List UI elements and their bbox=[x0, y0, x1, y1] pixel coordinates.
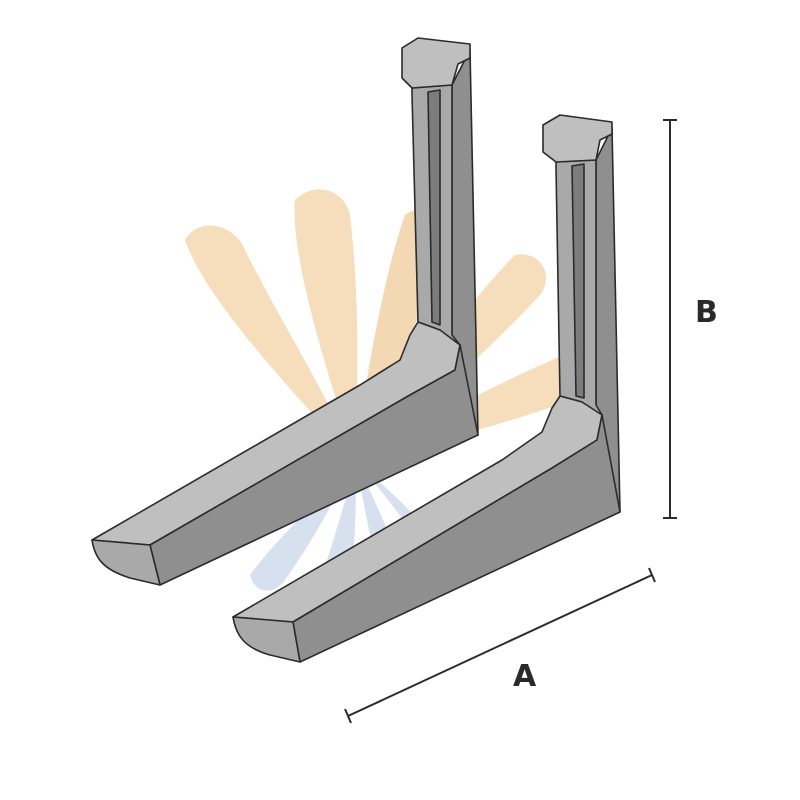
dimension-a-line bbox=[347, 574, 653, 717]
fork-back bbox=[91, 37, 479, 586]
dimension-b: B bbox=[663, 119, 718, 519]
fork-front-hook bbox=[542, 114, 613, 163]
dimension-a-label: A bbox=[513, 659, 537, 694]
fork-back-shank-groove bbox=[427, 89, 441, 326]
fork-front bbox=[232, 114, 621, 663]
dimension-a-tick-right bbox=[648, 567, 656, 583]
fork-back-hook bbox=[401, 37, 471, 89]
dimension-a-tick-left bbox=[344, 708, 352, 724]
watermark-petal bbox=[294, 189, 358, 461]
dimension-b-label: B bbox=[695, 295, 718, 330]
watermark-petal bbox=[185, 225, 355, 460]
fork-back-blade-tip bbox=[91, 539, 161, 586]
dimension-a: A bbox=[344, 567, 656, 724]
fork-front-blade-tip bbox=[232, 616, 301, 663]
fork-front-shank-groove bbox=[571, 163, 585, 399]
